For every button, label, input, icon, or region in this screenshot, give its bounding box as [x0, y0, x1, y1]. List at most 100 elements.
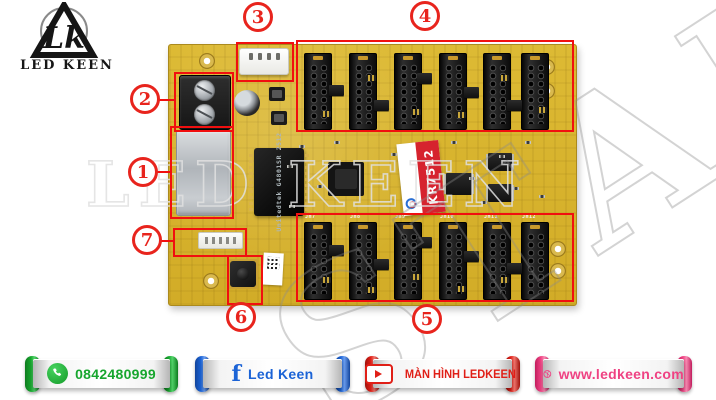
- brand-logo: Lk LED KEEN: [8, 0, 126, 78]
- smd-passive: [317, 185, 323, 188]
- smd-passive: [513, 187, 519, 190]
- resistor-array: [456, 112, 466, 118]
- leader-line-2: [159, 99, 174, 101]
- resistor-array: [537, 107, 547, 113]
- terminal-screw: [194, 80, 215, 101]
- power-terminal-block: [179, 75, 231, 130]
- smd-passive: [287, 165, 293, 168]
- ethernet-port: [176, 130, 231, 216]
- facebook-icon: f: [231, 360, 242, 387]
- small-ic: [464, 251, 479, 262]
- small-ic: [329, 245, 344, 256]
- inductor: [271, 111, 287, 125]
- brand-name: LED KEEN: [20, 58, 114, 73]
- hub-connector-bottom: [521, 222, 549, 300]
- smd-passive: [481, 201, 487, 204]
- terminal-screw: [194, 104, 215, 125]
- logo-monogram: Lk: [42, 21, 85, 56]
- soic-chip: [488, 184, 512, 202]
- leader-line-1: [157, 171, 170, 173]
- model-label-sticker: KR7512: [396, 140, 446, 216]
- mounting-hole: [550, 241, 566, 257]
- resistor-array: [411, 274, 421, 280]
- connector-silkscreen-label: JH8: [350, 214, 361, 220]
- label-logo-icon: [405, 197, 418, 210]
- hub-connector-top: [394, 53, 422, 130]
- banner-youtube[interactable]: MÀN HÌNH LEDKEEN: [364, 356, 520, 392]
- hub-connector-top: [349, 53, 377, 130]
- hub-connector-bottom: [304, 222, 332, 300]
- hub-connector-bottom: [349, 222, 377, 300]
- banner-whatsapp[interactable]: 0842480999: [25, 356, 178, 392]
- banner-website[interactable]: www.ledkeen.com: [535, 356, 692, 392]
- smd-passive: [469, 177, 475, 180]
- soic-chip: [488, 153, 512, 171]
- globe-icon: [543, 369, 552, 378]
- resistor-array: [321, 277, 331, 283]
- banner-label: Led Keen: [248, 365, 314, 382]
- callout-3: 3: [243, 2, 273, 32]
- callout-7: 7: [132, 225, 162, 255]
- connector-silkscreen-label: JH10: [440, 214, 455, 220]
- power-connector-4pin: [239, 48, 289, 75]
- small-ic: [374, 259, 389, 270]
- banner-label: MÀN HÌNH LEDKEEN: [404, 366, 516, 381]
- inductor: [269, 87, 285, 101]
- hub-connector-bottom: [483, 222, 511, 300]
- mounting-hole: [550, 263, 566, 279]
- resistor-array: [366, 287, 376, 293]
- callout-1: 1: [128, 157, 158, 187]
- mounting-hole: [203, 273, 219, 289]
- smd-passive: [391, 153, 397, 156]
- smd-passive: [299, 145, 305, 148]
- small-ic: [507, 100, 522, 111]
- network-transformer-chip: Unitedtek G4801SR 2512: [249, 132, 309, 232]
- resistor-array: [499, 75, 509, 81]
- small-ic: [464, 87, 479, 98]
- mounting-hole: [199, 53, 215, 69]
- connector-silkscreen-label: JH12: [522, 214, 537, 220]
- smd-passive: [451, 141, 457, 144]
- small-ic: [329, 85, 344, 96]
- hub-connector-top: [483, 53, 511, 130]
- resistor-array: [499, 277, 509, 283]
- qr-sticker: [262, 252, 284, 286]
- connector-silkscreen-label: JH9: [395, 214, 406, 220]
- chip-marking: Unitedtek G4801SR 2512: [275, 132, 283, 232]
- resistor-array: [366, 75, 376, 81]
- callout-4: 4: [410, 1, 440, 31]
- callout-6: 6: [226, 302, 256, 332]
- main-ic-chip: [328, 162, 364, 196]
- smd-passive: [499, 155, 505, 158]
- soic-chip: [446, 173, 472, 195]
- callout-2: 2: [130, 84, 160, 114]
- smd-passive: [289, 205, 295, 208]
- whatsapp-icon: [47, 363, 69, 384]
- hub-connector-top: [521, 53, 549, 130]
- connector-silkscreen-label: JH7: [305, 214, 316, 220]
- resistor-array: [456, 286, 466, 292]
- banner-panel: f Led Keen: [203, 359, 342, 388]
- small-ic: [417, 73, 432, 84]
- small-ic: [374, 100, 389, 111]
- hub-connector-top: [304, 53, 332, 130]
- aux-connector-5pin: [198, 232, 243, 249]
- banner-label: www.ledkeen.com: [558, 365, 684, 382]
- smd-passive: [539, 195, 545, 198]
- resistor-array: [411, 109, 421, 115]
- smd-passive: [525, 141, 531, 144]
- electrolytic-capacitor: [234, 90, 260, 116]
- leader-line-7: [161, 240, 173, 242]
- model-number: KR7512: [420, 148, 441, 206]
- banner-label: 0842480999: [75, 365, 156, 382]
- hub-connector-bottom: [394, 222, 422, 300]
- banner-panel: MÀN HÌNH LEDKEEN: [364, 359, 516, 388]
- logo-mark-icon: Lk: [29, 0, 99, 58]
- banner-facebook[interactable]: f Led Keen: [195, 356, 350, 392]
- youtube-icon: [364, 363, 393, 384]
- resistor-array: [321, 111, 331, 117]
- banner-panel: www.ledkeen.com: [543, 359, 684, 388]
- callout-5: 5: [412, 304, 442, 334]
- smd-passive: [334, 141, 340, 144]
